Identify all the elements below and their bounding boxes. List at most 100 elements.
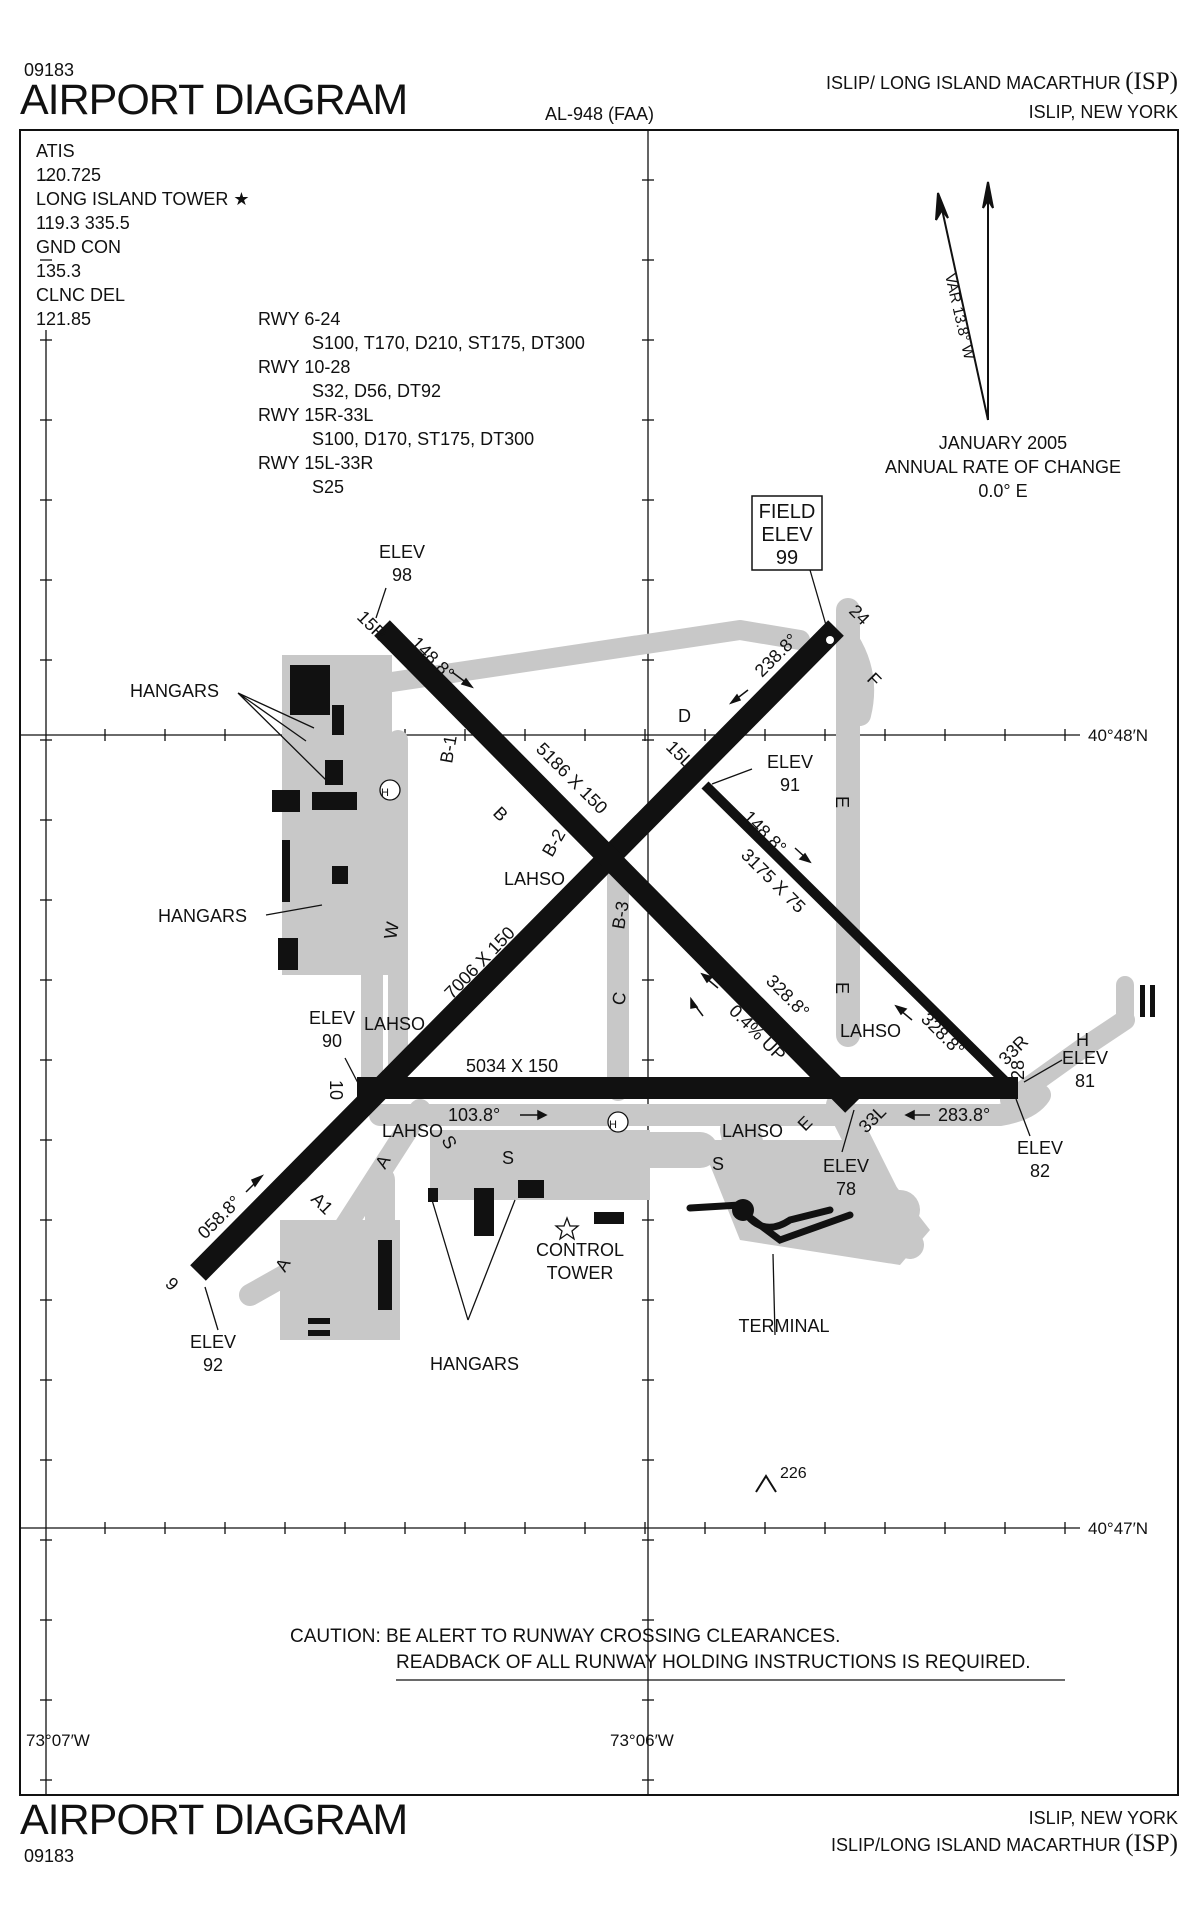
elev-label: ELEV [1017, 1138, 1063, 1158]
coordinate-labels: 40°48′N 40°47′N 73°07′W 73°06′W [26, 726, 1148, 1750]
taxiway-label-d: D [678, 706, 691, 726]
elev-label: ELEV [379, 542, 425, 562]
lat-south-label: 40°47′N [1088, 1519, 1148, 1538]
runway-strength-block: RWY 6-24 S100, T170, D210, ST175, DT300 … [258, 309, 585, 497]
runway-15l-33r [701, 781, 1016, 1092]
runways [190, 620, 1018, 1281]
hangar-building [272, 790, 300, 812]
runway-end-10: 10 [326, 1080, 346, 1100]
terminal-apron-area [700, 1140, 930, 1265]
elev-78-leader [841, 1109, 855, 1153]
elev-value: 91 [780, 775, 800, 795]
runway-strength-value: S100, T170, D210, ST175, DT300 [312, 333, 585, 353]
lon-west-label: 73°07′W [26, 1731, 90, 1750]
var-label: VAR 13.8° W [941, 272, 977, 362]
terminal-label: TERMINAL [738, 1316, 829, 1336]
lahso-label: LAHSO [382, 1121, 443, 1141]
taxiway-label-s: S [712, 1154, 724, 1174]
taxiway-label-b2: B-2 [538, 826, 569, 860]
terminal-leader [772, 1253, 776, 1336]
taxiway-label-e: E [832, 982, 852, 994]
south-hangar [378, 1240, 392, 1310]
variation-date: JANUARY 2005 [939, 433, 1067, 453]
variation-rate-label: ANNUAL RATE OF CHANGE [885, 457, 1121, 477]
runway-strength-value: S32, D56, DT92 [312, 381, 441, 401]
leader-lines [204, 587, 1063, 1336]
taxiway-f [837, 629, 875, 726]
runway-strength-runway: RWY 15L-33R [258, 453, 373, 473]
elev-92-leader [204, 1286, 219, 1331]
arrow-head [894, 1004, 908, 1016]
helipad-label: H [609, 1119, 617, 1131]
taxiway-label-h: H [1076, 1030, 1089, 1050]
helipad-north [379, 779, 401, 801]
elev-label: ELEV [1062, 1048, 1108, 1068]
south-hangar [308, 1318, 330, 1324]
heading-28: 283.8° [938, 1105, 990, 1125]
heading-10: 103.8° [448, 1105, 500, 1125]
taxiway-s [369, 1084, 1051, 1126]
hangars-label-mid: HANGARS [158, 906, 247, 926]
elev-82-leader [1015, 1098, 1031, 1137]
chart-id: AL-948 (FAA) [545, 104, 655, 124]
hangar-building [290, 665, 330, 715]
field-elev-marker [826, 636, 834, 644]
hangar-building [282, 840, 290, 902]
runway-6-24 [190, 620, 844, 1281]
arrow-head [537, 1109, 548, 1121]
taxiway-label-b1: B-1 [436, 734, 461, 765]
magnetic-variation-indicator [935, 181, 994, 421]
lon-east-label: 73°06′W [610, 1731, 674, 1750]
elev-81-leader [1023, 1059, 1063, 1083]
field-elev-box [751, 495, 823, 571]
lahso-label: LAHSO [840, 1021, 901, 1041]
magnetic-north-arrow [935, 192, 949, 221]
footer-airport-code: (ISP) [1125, 1830, 1178, 1857]
footer-airport-name-block: ISLIP/LONG ISLAND MACARTHUR (ISP) [831, 1830, 1178, 1858]
hangars-leader [237, 692, 327, 781]
hangar-building [332, 705, 344, 735]
taxiway-h [1000, 1010, 1135, 1110]
arrow-head [798, 852, 812, 864]
elev-label: ELEV [823, 1156, 869, 1176]
hangars-label-north: HANGARS [130, 681, 219, 701]
runway-strength-runway: RWY 15R-33L [258, 405, 373, 425]
hangar-building [474, 1188, 494, 1236]
airport-name-block: ISLIP/ LONG ISLAND MACARTHUR (ISP) [826, 68, 1178, 96]
elevation-labels: ELEV 98 ELEV 91 ELEV 90 ELEV 81 ELEV 82 … [190, 542, 1108, 1375]
terminal-hub [732, 1199, 754, 1221]
heading-arrows [245, 671, 930, 1193]
hangar-building [278, 938, 298, 970]
hangar-building [332, 866, 348, 884]
obstacle-label: 226 [780, 1465, 807, 1482]
field-elev-line2: ELEV [761, 524, 813, 546]
runway-end-6: 6 [162, 1273, 183, 1294]
hangar-building [325, 760, 343, 785]
obstacle-symbol [755, 1474, 777, 1493]
freq-line: 135.3 [36, 261, 81, 281]
arrow-head [700, 972, 714, 984]
freq-line: 120.725 [36, 165, 101, 185]
arrow-head [690, 996, 699, 1009]
arrow-head [460, 677, 474, 689]
taxiway-label-b3: B-3 [608, 900, 633, 931]
taxiway-label-e: E [832, 796, 852, 808]
field-elev-leader [809, 569, 829, 633]
terminal-concourse [686, 1201, 744, 1212]
freq-line: 119.3 335.5 [36, 213, 130, 233]
runway-strength-runway: RWY 6-24 [258, 309, 340, 329]
helipad-central [607, 1111, 629, 1133]
caution-line1: CAUTION: BE ALERT TO RUNWAY CROSSING CLE… [290, 1626, 840, 1647]
freq-line: CLNC DEL [36, 285, 125, 305]
control-tower-star-icon [554, 1216, 580, 1241]
runway-strength-value: S25 [312, 477, 344, 497]
lahso-label: LAHSO [504, 869, 565, 889]
lat-lon-grid [20, 130, 1080, 1795]
elev-value: 78 [836, 1179, 856, 1199]
elev-label: ELEV [190, 1332, 236, 1352]
control-tower-label: TOWER [547, 1263, 614, 1283]
taxiway-label-a1: A1 [307, 1189, 337, 1219]
airport-city: ISLIP, NEW YORK [1028, 102, 1178, 122]
taxiway-label-c: C [608, 990, 630, 1006]
footer-city: ISLIP, NEW YORK [1028, 1808, 1178, 1828]
